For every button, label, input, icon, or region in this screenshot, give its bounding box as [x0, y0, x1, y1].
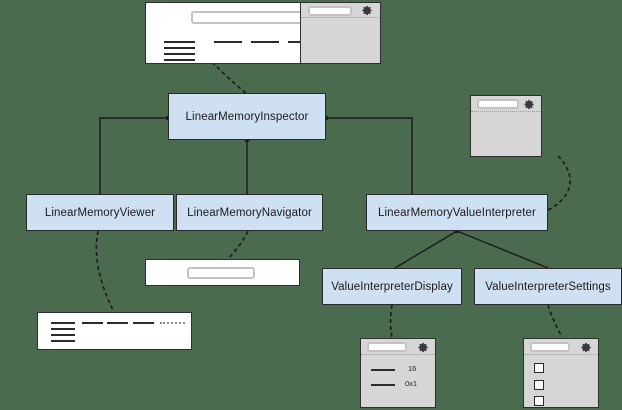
node-label: ValueInterpreterDisplay — [331, 280, 453, 293]
navigator-input-placeholder[interactable] — [191, 11, 307, 24]
memory-address-line — [164, 41, 195, 43]
checkbox-icon[interactable] — [534, 363, 544, 373]
memory-address-line — [164, 53, 195, 55]
node-label: LinearMemoryValueInterpreter — [378, 206, 536, 219]
linear-memory-viewer-screenshot[interactable] — [37, 312, 192, 350]
gear-icon[interactable] — [418, 342, 429, 353]
memory-address-line — [51, 334, 75, 336]
edge-display-screenshot — [389, 304, 393, 338]
linear-memory-inspector-screenshot[interactable] — [145, 2, 381, 64]
memory-byte-group — [82, 322, 103, 324]
value-row-value: 0x1 — [405, 379, 418, 388]
node-label: LinearMemoryViewer — [44, 206, 156, 219]
memory-byte-group — [133, 322, 154, 324]
memory-address-line — [164, 47, 195, 49]
memory-address-line — [51, 340, 75, 342]
node-linear-memory-value-interpreter[interactable]: LinearMemoryValueInterpreter — [366, 194, 548, 231]
edge-valueinterpreter-settings — [456, 230, 549, 269]
gear-icon[interactable] — [581, 342, 592, 353]
node-label: LinearMemoryNavigator — [187, 206, 312, 219]
memory-address-line — [51, 322, 75, 324]
value-row-label — [371, 384, 395, 386]
memory-byte-group — [251, 41, 279, 43]
node-linear-memory-navigator[interactable]: LinearMemoryNavigator — [176, 194, 323, 231]
settings-input-placeholder[interactable] — [530, 342, 570, 352]
gear-icon[interactable] — [362, 5, 373, 16]
node-linear-memory-inspector[interactable]: LinearMemoryInspector — [168, 93, 326, 140]
gear-icon[interactable] — [524, 99, 535, 110]
navigator-address-input[interactable] — [187, 267, 255, 279]
node-label: LinearMemoryInspector — [185, 110, 309, 123]
value-interpreter-settings-screenshot[interactable] — [523, 338, 599, 408]
memory-byte-group — [107, 322, 128, 324]
edge-navigator-screenshot — [227, 230, 249, 260]
node-value-interpreter-settings[interactable]: ValueInterpreterSettings — [474, 268, 622, 305]
display-input-placeholder[interactable] — [367, 342, 407, 352]
checkbox-icon[interactable] — [534, 380, 544, 390]
edge-valueinterpreter-screenshot — [547, 155, 571, 211]
edge-inspector-viewer — [99, 117, 168, 195]
checkbox-icon[interactable] — [534, 396, 544, 406]
edge-settings-screenshot — [547, 304, 563, 338]
value-interpreter-panel-screenshot[interactable] — [470, 95, 542, 157]
node-label: ValueInterpreterSettings — [485, 280, 611, 293]
panel-input-placeholder[interactable] — [477, 99, 519, 109]
sidebar-input-placeholder[interactable] — [308, 6, 352, 16]
edge-inspector-valueinterpreter — [326, 117, 413, 195]
value-row-label — [371, 369, 395, 371]
value-interpreter-display-screenshot[interactable]: 16 0x1 — [360, 338, 436, 408]
node-linear-memory-viewer[interactable]: LinearMemoryViewer — [26, 194, 174, 231]
memory-byte-group — [214, 41, 242, 43]
linear-memory-navigator-screenshot[interactable] — [145, 259, 300, 286]
memory-ascii-column — [160, 322, 185, 324]
memory-address-line — [164, 59, 195, 61]
value-row-value: 16 — [408, 364, 417, 373]
edge-inspector-screenshot — [211, 61, 247, 94]
node-value-interpreter-display[interactable]: ValueInterpreterDisplay — [322, 268, 462, 305]
edge-viewer-screenshot — [95, 230, 115, 313]
screenshot-sidebar — [300, 3, 380, 63]
edge-valueinterpreter-display — [394, 230, 458, 269]
memory-address-line — [51, 328, 75, 330]
